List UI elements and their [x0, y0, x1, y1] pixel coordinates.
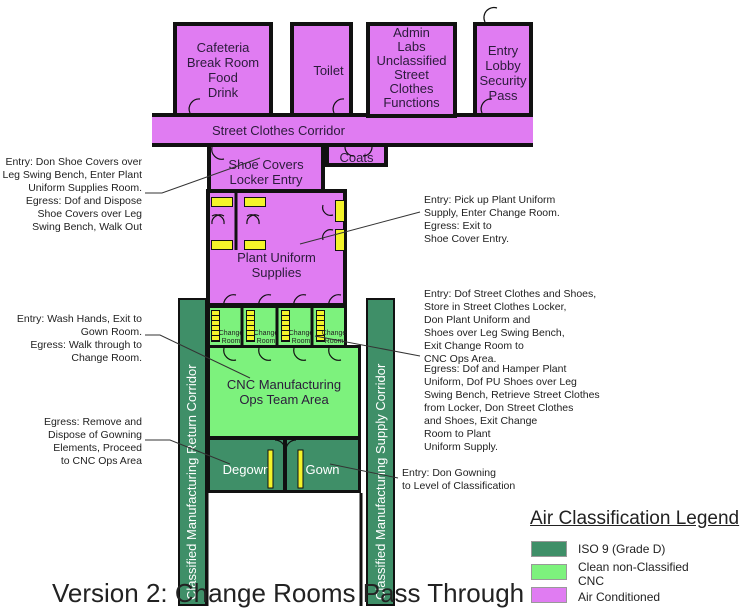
legend-label-air-conditioned: Air Conditioned — [578, 590, 661, 604]
diagram-title: Version 2: Change Rooms Pass Through — [52, 578, 525, 608]
degown-note: Egress: Remove and Dispose of Gowning El… — [43, 416, 142, 467]
gown-room: Gown — [284, 437, 361, 493]
bench — [246, 310, 255, 342]
legend-swatch-cnc — [531, 564, 567, 580]
supply-corridor-label: Classified Manufacturing Supply Corridor — [373, 363, 388, 600]
change-room-egress-note: Egress: Dof and Hamper Plant Uniform, Do… — [424, 363, 600, 453]
legend-swatch-air-conditioned — [531, 587, 567, 603]
cnc-note: Entry: Wash Hands, Exit to Gown Room. Eg… — [16, 313, 142, 364]
cabinet — [211, 240, 233, 250]
legend-label-cnc: Clean non-Classified CNC — [578, 560, 689, 588]
admin-room: Admin Labs Unclassified Street Clothes F… — [366, 22, 457, 118]
plant-uniform-note: Entry: Pick up Plant Uniform Supply, Ent… — [424, 194, 560, 245]
coats-room: Coats — [325, 143, 388, 167]
gown-note: Entry: Don Gowning to Level of Classific… — [402, 467, 516, 492]
change-room-entry-note: Entry: Dof Street Clothes and Shoes, Sto… — [424, 288, 597, 365]
cabinet — [244, 240, 266, 250]
change-room-label: Change Room — [253, 330, 279, 345]
shoe-cover-note: Entry: Don Shoe Covers over Leg Swing Be… — [2, 156, 142, 233]
shoe-covers-locker-entry: Shoe Covers Locker Entry — [207, 143, 325, 193]
cabinet — [335, 200, 345, 222]
cnc-ops-team-area: CNC Manufacturing Ops Team Area — [207, 345, 361, 439]
toilet-room: Toilet — [290, 22, 353, 118]
change-room-label: Change Room — [288, 330, 314, 345]
legend-title: Air Classification Legend — [530, 508, 740, 529]
entry-lobby-room: Entry Lobby Security Pass — [473, 22, 533, 118]
legend-label-iso9: ISO 9 (Grade D) — [578, 542, 666, 556]
bench — [281, 310, 290, 342]
degown-room: Degown — [207, 437, 286, 493]
change-room-label: Change Room — [218, 330, 244, 345]
cabinet — [335, 229, 345, 251]
cafeteria-room: Cafeteria Break Room Food Drink — [173, 22, 273, 118]
return-corridor-label: Classified Manufacturing Return Corridor — [184, 364, 199, 600]
change-room-label: Change Room — [321, 330, 347, 345]
street-clothes-corridor: Street Clothes Corridor — [152, 113, 533, 147]
legend-swatch-iso9 — [531, 541, 567, 557]
cabinet — [211, 197, 233, 207]
cabinet — [244, 197, 266, 207]
